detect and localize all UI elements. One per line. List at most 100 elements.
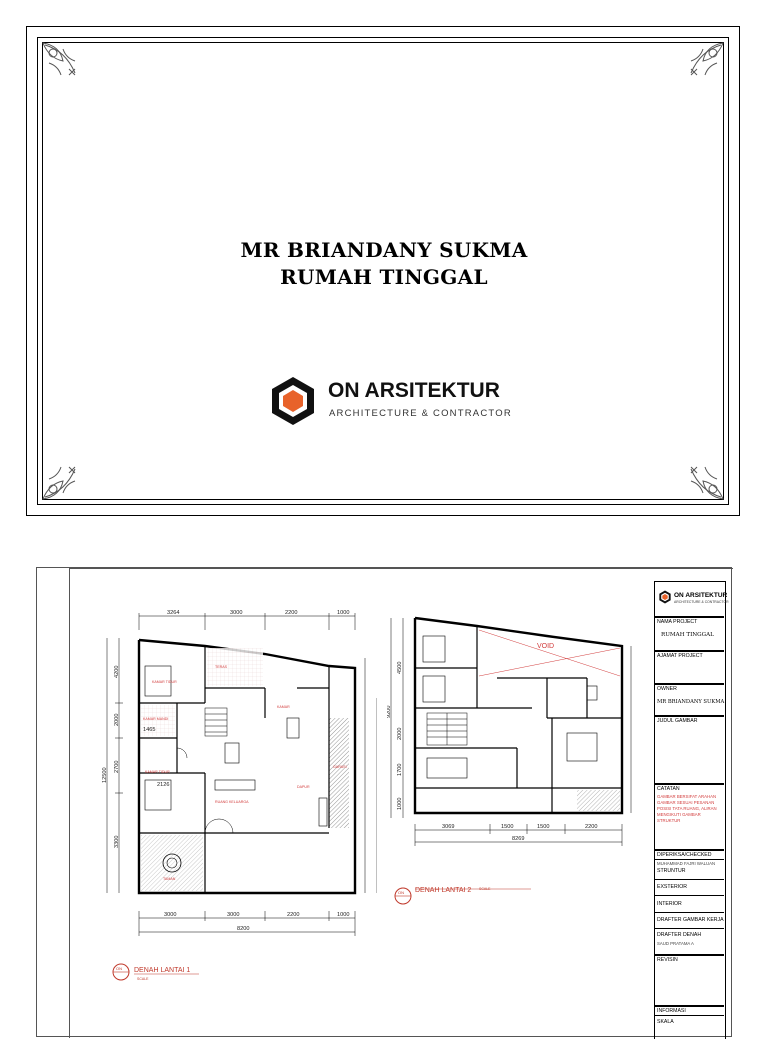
- plan2-void-label: VOID: [537, 643, 554, 650]
- plan1-garden: [141, 835, 203, 891]
- judul-gambar-label: JUDUL GAMBAR: [657, 718, 698, 724]
- plan1-dim-left-2: 2000: [114, 714, 120, 726]
- exterior-label: EXSTERIOR: [657, 884, 687, 890]
- tb-divider: [654, 783, 724, 785]
- tb-divider-thin: [654, 859, 724, 860]
- plan2-dim-left-3: 2000: [397, 728, 403, 740]
- nama-project-value: RUMAH TINGGAL: [661, 632, 714, 638]
- diperiksa-label: DIPERIKSA/CHECKED: [657, 852, 712, 858]
- owner-label: OWNER: [657, 686, 677, 692]
- plan1-room-label: DAPUR: [297, 785, 310, 789]
- plan2-toilet-icon: [586, 685, 598, 701]
- plan2-bed-icon: [422, 675, 446, 703]
- ornament-top-right-icon: [690, 42, 724, 76]
- plan2-walls: [413, 616, 624, 815]
- catatan-line: STRUKTUR: [657, 818, 681, 823]
- tb-divider: [654, 616, 724, 618]
- revisi-label: REVISIN: [657, 957, 678, 963]
- drafter-kerja-label: DRAFTER GAMBAR KERJA: [657, 917, 724, 923]
- plan2-dim-left-5: 1000: [397, 798, 403, 810]
- plan1-room-label: RUANG KELUARGA: [215, 800, 249, 804]
- plan2-dim-right: [630, 646, 632, 813]
- tb-divider-thin: [654, 912, 724, 913]
- owner-value: MR BRIANDANY SUKMA: [657, 699, 725, 705]
- plan2-badge: ON: [398, 890, 404, 895]
- interior-label: INTERIOR: [657, 901, 682, 907]
- plan1-dim-left-total: 12500: [102, 767, 108, 783]
- sheet-top-line: [69, 568, 733, 569]
- cover-border-inner: [42, 42, 724, 500]
- plan2-dim-left-1: 4500: [397, 662, 403, 674]
- cover-project-title: RUMAH TINGGAL: [280, 265, 488, 289]
- plan1-dim-right: [364, 658, 377, 893]
- plan1-walls: [137, 638, 357, 895]
- cover-logo-tagline: ARCHITECTURE & CONTRACTOR: [329, 408, 512, 419]
- ornament-top-left-icon: [42, 42, 76, 76]
- title-block-logo-tagline: ARCHITECTURE & CONTRACTOR: [674, 600, 729, 604]
- title-block-logo-icon: [659, 590, 671, 604]
- plan1-dim-bottom-1: 3000: [164, 912, 176, 918]
- plan2-dim-bottom-total: 8269: [512, 836, 524, 842]
- plan1-dim-top-4: 1000: [337, 610, 349, 616]
- tb-divider: [654, 849, 724, 851]
- plan1-dim-bottom-2: 3000: [227, 912, 239, 918]
- plan2-dim-bottom-3: 1500: [537, 824, 549, 830]
- plan1-dim-top-3: 2200: [285, 610, 297, 616]
- plan1-room-label: TAMAN: [163, 877, 176, 881]
- plan1-dim-top-1: 3264: [167, 610, 179, 616]
- plan1-room-label: KAMAR TIDUR: [145, 770, 170, 774]
- title-block: [654, 581, 726, 1039]
- floor-plan-1: 3264 3000 2200 1000 4200 2000 2700 3300 …: [102, 610, 377, 936]
- hexagon-logo-icon: [272, 377, 314, 425]
- plan2-dim-left: [390, 618, 404, 818]
- plan1-dim-bottom-4: 1000: [337, 912, 349, 918]
- plan1-room-label: KAMAR MANDI: [143, 717, 168, 721]
- plan1-room-label: KAMAR TIDUR: [152, 680, 177, 684]
- plan2-dim-left-4: 1700: [397, 764, 403, 776]
- tb-divider: [654, 954, 724, 956]
- cover-logo-name: ON ARSITEKTUR: [328, 379, 500, 402]
- drafter-denah-name: SAUD PRATAMA A: [657, 941, 694, 946]
- tb-divider-thin: [654, 895, 724, 896]
- tb-divider: [654, 1005, 724, 1007]
- plan1-room-label: GARASI: [333, 765, 347, 769]
- nama-project-label: NAMA PROJECT: [657, 619, 698, 625]
- plan1-toilet-icon: [286, 717, 300, 739]
- plan1-dim-2126: 2126: [157, 782, 169, 788]
- struktur-label: STRUNTUR: [657, 868, 686, 874]
- floor-plan-2: 4500 9200 2000 1700 1000 1000 1150 1250 …: [387, 616, 632, 846]
- plan1-bed-icon: [144, 779, 172, 811]
- plan1-dim-left-1: 4200: [114, 666, 120, 678]
- plan2-dim-bottom-4: 2200: [585, 824, 597, 830]
- plan1-dim-bottom-3: 2200: [287, 912, 299, 918]
- catatan-line: MENGIKUTI GAMBAR: [657, 812, 701, 817]
- sheet-binding-line: [69, 568, 70, 1038]
- plan1-room-label: TERAS: [215, 665, 228, 669]
- ornament-bottom-left-icon: [42, 466, 76, 500]
- plan1-scale: SCALE: [137, 977, 149, 981]
- drawing-sheet: ON ARSITEKTUR ARCHITECTURE & CONTRACTOR …: [36, 567, 733, 1039]
- plan1-dim-left-4: 3300: [114, 836, 120, 848]
- plan2-desk-icon: [426, 757, 468, 779]
- plan1-dining-table-icon: [224, 742, 240, 764]
- plan2-dim-bottom: [414, 824, 623, 846]
- plan2-title-block: ON DENAH LANTAI 2 SCALE: [394, 887, 531, 905]
- plan2-dim-left-2: 9200: [387, 706, 392, 718]
- drafter-denah-label: DRAFTER DENAH: [657, 932, 702, 938]
- catatan-label: CATATAN: [657, 786, 680, 792]
- title-block-logo-name: ON ARSITEKTUR: [674, 592, 728, 599]
- plan1-dim-top: [138, 613, 356, 630]
- plan1-bed-icon: [144, 665, 172, 697]
- plan1-sofa-icon: [214, 779, 256, 791]
- plan2-bed-icon: [422, 635, 446, 663]
- catatan-line: GAMBAR BERSIFAT ARAHAN: [657, 794, 717, 799]
- tb-divider: [654, 650, 724, 652]
- plan1-badge: ON: [116, 966, 122, 971]
- plan2-interior-walls: [415, 626, 622, 813]
- plan2-dim-bottom-1: 3069: [442, 824, 454, 830]
- plan1-title: DENAH LANTAI 1: [134, 967, 190, 974]
- plan1-kitchen-counter-icon: [318, 797, 328, 827]
- plan1-hatch-strip: [329, 718, 349, 828]
- tb-divider: [654, 683, 724, 685]
- informasi-label: INFORMASI: [657, 1008, 686, 1014]
